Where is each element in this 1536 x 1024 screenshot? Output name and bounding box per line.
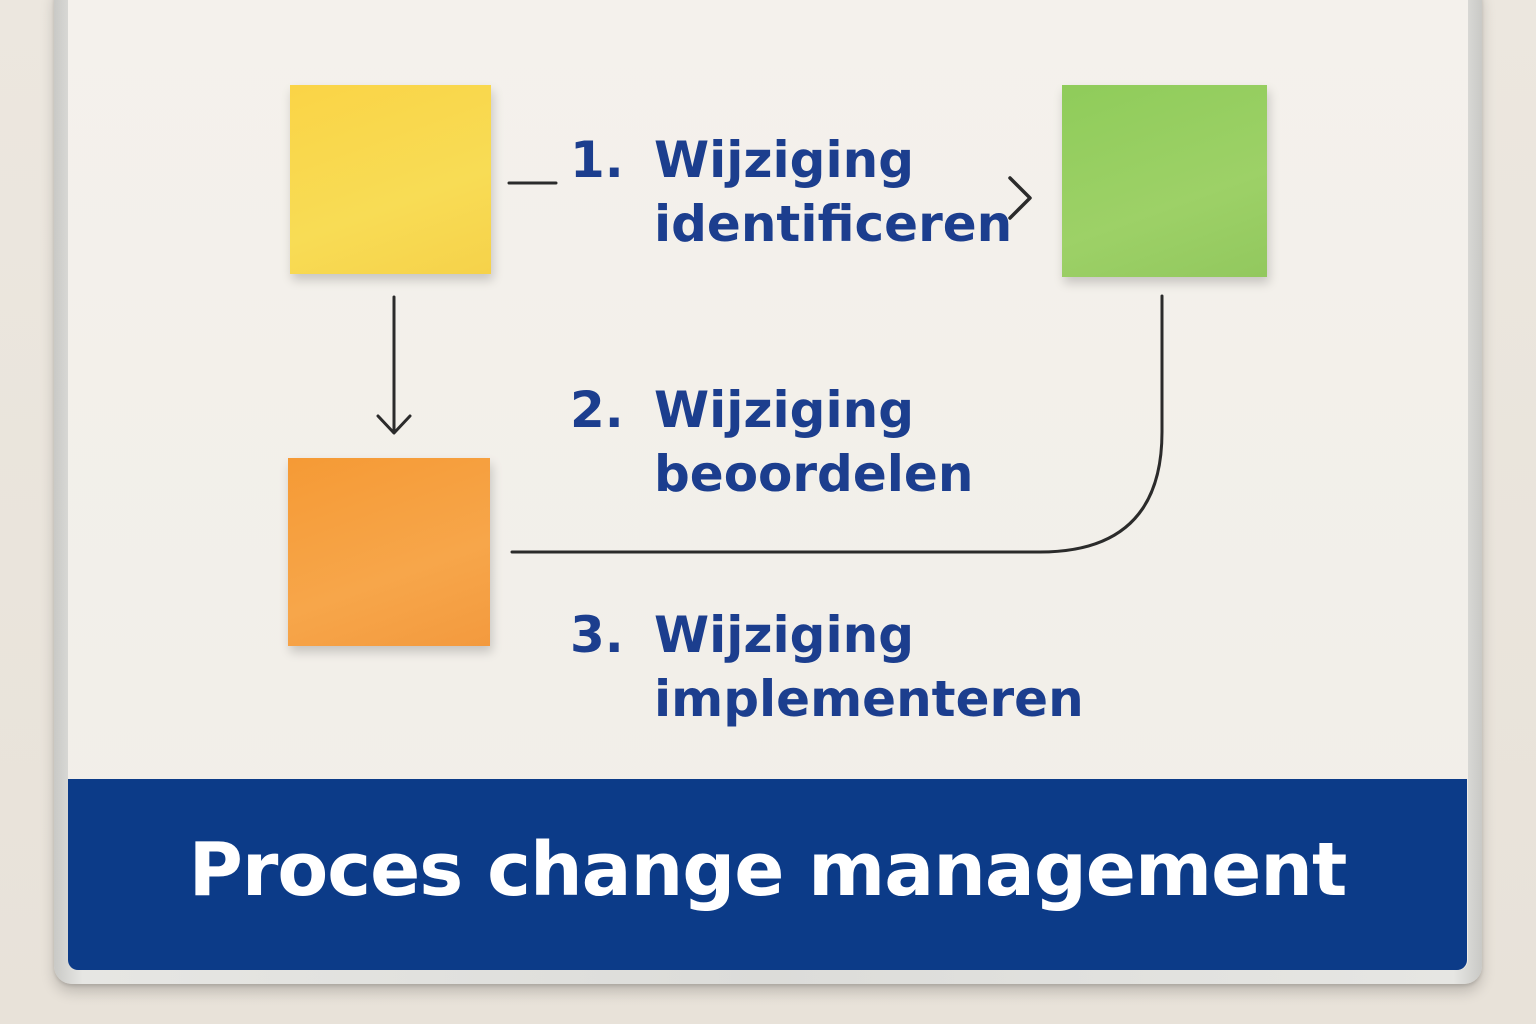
step-3-number: 3. xyxy=(570,606,624,664)
board-title: Proces change management xyxy=(188,826,1348,913)
step-1-number: 1. xyxy=(570,131,624,189)
step-2-line1: Wijziging xyxy=(654,381,914,439)
step-2-text: Wijziging beoordelen xyxy=(654,378,973,506)
sticky-note-yellow xyxy=(290,85,491,274)
connector-green-to-orange xyxy=(510,294,1164,554)
step-2-line2: beoordelen xyxy=(654,445,974,503)
step-1-line2: identificeren xyxy=(654,195,1013,253)
step-3-line1: Wijziging xyxy=(654,606,914,664)
title-banner: Proces change management xyxy=(68,779,1467,970)
sticky-note-green xyxy=(1062,85,1267,277)
arrowhead-down-icon xyxy=(376,414,412,435)
step-1-line1: Wijziging xyxy=(654,131,914,189)
step-1-text: Wijziging identificeren xyxy=(654,128,1012,256)
sticky-note-orange xyxy=(288,458,490,646)
step-3-line2: implementeren xyxy=(654,670,1084,728)
step-2-number: 2. xyxy=(570,381,624,439)
step-3-text: Wijziging implementeren xyxy=(654,603,1084,731)
arrowhead-to-green-icon xyxy=(1008,176,1032,220)
